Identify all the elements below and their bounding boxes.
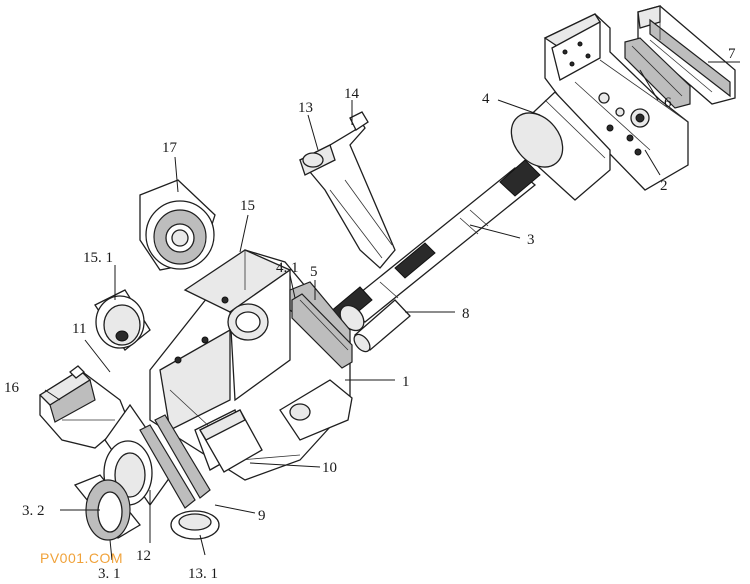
label-7: 7 — [728, 46, 736, 62]
part-3-1-3-2-flange — [73, 474, 141, 541]
label-15: 15 — [240, 198, 255, 214]
part-6-gasket — [624, 37, 691, 109]
label-11: 11 — [72, 321, 86, 337]
part-13-14-lever — [298, 111, 396, 269]
label-13: 13 — [298, 100, 313, 116]
part-labels: 7 6 2 4 3 8 1 10 9 12 13. 1 3. 2 3. 1 16… — [4, 46, 736, 582]
label-12: 12 — [136, 548, 151, 564]
label-15-1: 15. 1 — [83, 250, 113, 266]
label-2: 2 — [660, 178, 668, 194]
part-4-cylinder — [510, 91, 611, 201]
part-3-shaft — [329, 159, 541, 332]
leader-lines — [44, 61, 740, 561]
label-4: 4 — [482, 91, 490, 107]
part-15-1-bushing — [94, 289, 151, 351]
label-14: 14 — [344, 86, 360, 102]
label-1: 1 — [402, 374, 410, 390]
label-13-1: 13. 1 — [188, 566, 218, 582]
part-10-block — [199, 409, 263, 473]
label-17: 17 — [162, 140, 178, 156]
part-7-end-plate — [637, 5, 736, 105]
label-10: 10 — [322, 460, 337, 476]
label-16: 16 — [4, 380, 20, 396]
label-6: 6 — [664, 95, 672, 111]
label-9: 9 — [258, 508, 266, 524]
part-12-plate — [139, 414, 211, 509]
label-4-1: 4. 1 — [276, 260, 299, 276]
part-17-bearing — [139, 179, 216, 271]
part-8-pin — [353, 299, 411, 353]
part-13-1-ring — [170, 510, 220, 540]
label-8: 8 — [462, 306, 470, 322]
label-3: 3 — [527, 232, 535, 248]
watermark-text: PV001.COM — [40, 550, 124, 566]
part-16-valve-block — [38, 365, 129, 449]
label-3-2: 3. 2 — [22, 503, 45, 519]
label-5: 5 — [310, 264, 318, 280]
part-4-1-5-seals — [291, 293, 353, 369]
label-3-1: 3. 1 — [98, 566, 121, 582]
